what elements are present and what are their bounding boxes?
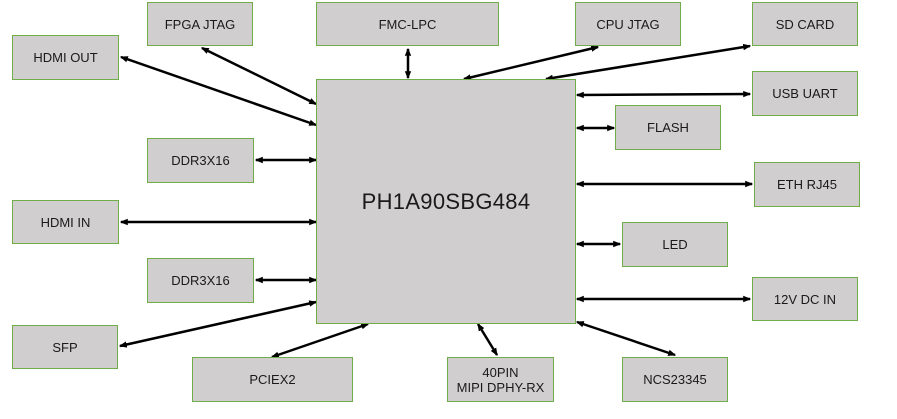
ddr3-top-block: DDR3X16: [147, 138, 254, 183]
arrow-sd-card: [544, 43, 752, 82]
usb-uart-block: USB UART: [752, 71, 858, 116]
flash-label: FLASH: [647, 120, 689, 135]
fmc-lpc-block: FMC-LPC: [316, 2, 499, 46]
arrow-ncs: [575, 320, 677, 357]
pciex2-label: PCIEX2: [249, 372, 296, 387]
mipi-block: 40PIN MIPI DPHY-RX: [447, 357, 554, 402]
arrow-hdmi-out: [119, 55, 318, 127]
mipi-label: 40PIN MIPI DPHY-RX: [456, 364, 545, 395]
eth-rj45-label: ETH RJ45: [777, 177, 837, 192]
fpga-jtag-block: FPGA JTAG: [147, 2, 253, 46]
chip-label: PH1A90SBG484: [361, 189, 531, 214]
led-block: LED: [622, 222, 728, 267]
hdmi-out-label: HDMI OUT: [33, 50, 98, 65]
hdmi-in-block: HDMI IN: [12, 200, 119, 244]
dc-in-block: 12V DC IN: [752, 277, 858, 321]
arrow-mipi: [476, 322, 499, 357]
ddr3-bottom-label: DDR3X16: [171, 273, 230, 288]
fmc-lpc-label: FMC-LPC: [378, 16, 437, 32]
hdmi-out-block: HDMI OUT: [12, 35, 119, 80]
pciex2-block: PCIEX2: [192, 357, 353, 402]
arrow-usb-uart: [575, 90, 752, 99]
sfp-block: SFP: [12, 325, 118, 369]
led-label: LED: [662, 237, 688, 252]
eth-rj45-block: ETH RJ45: [754, 162, 860, 207]
ddr3-top-label: DDR3X16: [171, 153, 230, 168]
cpu-jtag-label: CPU JTAG: [596, 16, 660, 32]
arrow-pciex2: [270, 322, 370, 359]
hdmi-in-label: HDMI IN: [40, 214, 91, 230]
fpga-chip-block: PH1A90SBG484: [316, 79, 576, 324]
flash-block: FLASH: [615, 105, 721, 150]
arrow-sfp: [118, 300, 318, 348]
ncs-label: NCS23345: [643, 372, 707, 387]
ddr3-bottom-block: DDR3X16: [147, 258, 254, 303]
ncs-block: NCS23345: [622, 357, 728, 402]
usb-uart-label: USB UART: [772, 86, 838, 101]
sfp-label: SFP: [52, 339, 78, 355]
arrow-fpga-jtag: [200, 46, 318, 106]
dc-in-label: 12V DC IN: [773, 291, 837, 307]
cpu-jtag-block: CPU JTAG: [575, 2, 681, 46]
sd-card-label: SD CARD: [775, 16, 835, 32]
sd-card-block: SD CARD: [752, 2, 858, 46]
fpga-jtag-label: FPGA JTAG: [164, 16, 236, 32]
